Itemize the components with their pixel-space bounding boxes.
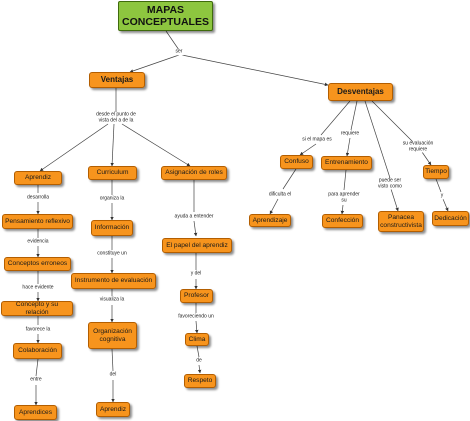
node-informacion[interactable]: Información: [91, 220, 133, 236]
link-label: desarrolla: [26, 194, 50, 201]
node-confeccion[interactable]: Confección: [322, 214, 363, 228]
link-line: [343, 169, 347, 191]
node-aprendiz[interactable]: Aprendiz: [14, 171, 62, 185]
link-label: favoreciendo un: [177, 313, 215, 320]
link-line: [39, 123, 109, 172]
link-line: [165, 30, 180, 51]
link-line: [345, 137, 351, 157]
link-label: del: [108, 371, 118, 378]
link-label: organiza la: [98, 195, 126, 202]
link-label: requiere: [339, 130, 361, 137]
link-line: [110, 123, 115, 167]
node-clima[interactable]: Clima: [185, 333, 209, 346]
link-line: [129, 54, 180, 73]
link-line: [364, 100, 391, 179]
node-tiempo[interactable]: Tiempo: [423, 165, 449, 179]
link-label: desde el punto de vista del a de la: [95, 111, 137, 124]
node-panacea-constructivista[interactable]: Panacea constructivista: [378, 211, 424, 232]
link-line: [269, 198, 279, 215]
link-line: [340, 204, 345, 215]
node-colaboracion[interactable]: Colaboración: [13, 343, 62, 359]
link-label: y: [439, 192, 445, 199]
link-label: hace evidente: [21, 284, 55, 291]
link-label: visualiza la: [98, 296, 126, 303]
link-label: de: [195, 357, 203, 364]
link-label: constituye un: [96, 250, 128, 257]
node-respeto[interactable]: Respeto: [184, 374, 216, 388]
link-line: [390, 188, 399, 212]
node-concepto-relacion[interactable]: Concepto y su relación: [1, 301, 73, 316]
link-line: [196, 345, 200, 358]
node-conceptos-erroneos[interactable]: Conceptos erroneos: [4, 257, 71, 271]
node-aprendices[interactable]: Aprendices: [14, 405, 57, 420]
node-confuso[interactable]: Confuso: [280, 155, 313, 169]
link-line: [282, 168, 297, 190]
link-line: [442, 198, 449, 212]
desventajas-node[interactable]: Desventajas: [328, 83, 393, 101]
node-aprendizaje[interactable]: Aprendizaje: [249, 214, 291, 227]
link-line: [121, 123, 191, 167]
node-curriculum[interactable]: Curriculum: [88, 166, 137, 180]
link-line: [435, 178, 442, 193]
node-profesor[interactable]: Profesor: [180, 289, 213, 303]
link-line: [421, 151, 432, 166]
node-entrenamiento[interactable]: Entrenamiento: [321, 156, 372, 170]
link-label: evidencia: [26, 238, 50, 245]
link-line: [193, 220, 198, 237]
link-line: [194, 320, 199, 334]
link-line: [320, 100, 351, 136]
link-label: puede ser visto como: [377, 177, 403, 190]
link-line: [111, 348, 114, 372]
link-label: ayuda a entender: [173, 213, 215, 220]
node-aprendiz-2[interactable]: Aprendiz: [96, 402, 130, 417]
link-line: [197, 364, 202, 374]
link-line: [35, 358, 39, 377]
link-label: dificulta el: [267, 191, 293, 198]
node-dedicacion[interactable]: Dedicación: [432, 211, 469, 226]
link-label: su evaluación requiere: [401, 140, 435, 153]
link-label: y del: [189, 270, 203, 277]
link-line: [299, 143, 317, 156]
link-label: para aprender su: [327, 191, 361, 204]
node-instrumento-evaluacion[interactable]: Instrumento de evaluación: [71, 273, 156, 289]
link-line: [371, 100, 415, 144]
link-line: [181, 54, 329, 87]
link-label: ser: [174, 48, 184, 55]
link-label: entre: [29, 376, 43, 383]
link-label: favorece la: [24, 326, 52, 333]
link-label: si el mapa es: [301, 136, 333, 143]
link-line: [350, 100, 358, 131]
ventajas-node[interactable]: Ventajas: [89, 72, 145, 88]
node-asignacion-roles[interactable]: Asignación de roles: [161, 166, 227, 180]
node-organizacion-cognitiva[interactable]: Organización cognitiva: [88, 322, 137, 349]
root-node[interactable]: MAPAS CONCEPTUALES: [118, 1, 213, 31]
node-papel-aprendiz[interactable]: El papel del aprendiz: [162, 238, 232, 253]
node-pensamiento-reflexivo[interactable]: Pensamiento reflexivo: [2, 214, 73, 229]
